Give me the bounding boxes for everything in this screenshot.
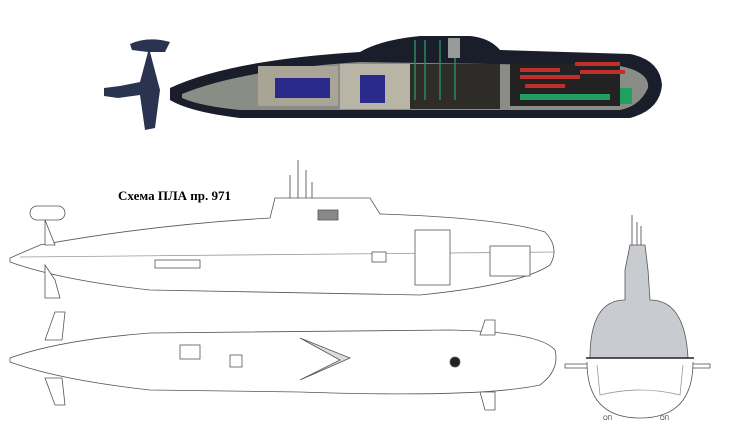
cutaway-view: [104, 36, 662, 130]
reactor-machinery: [275, 78, 330, 98]
side-view: [9, 160, 556, 299]
section-label-right: ОП: [660, 416, 669, 422]
torpedoes: [520, 62, 625, 88]
section-label-left: ОП: [603, 416, 612, 422]
radiation-symbol-icon: [449, 356, 461, 368]
diagram-title: Схема ПЛА пр. 971: [118, 188, 232, 203]
cross-section-view: ОП ОП: [564, 215, 711, 422]
top-view: [9, 311, 557, 411]
